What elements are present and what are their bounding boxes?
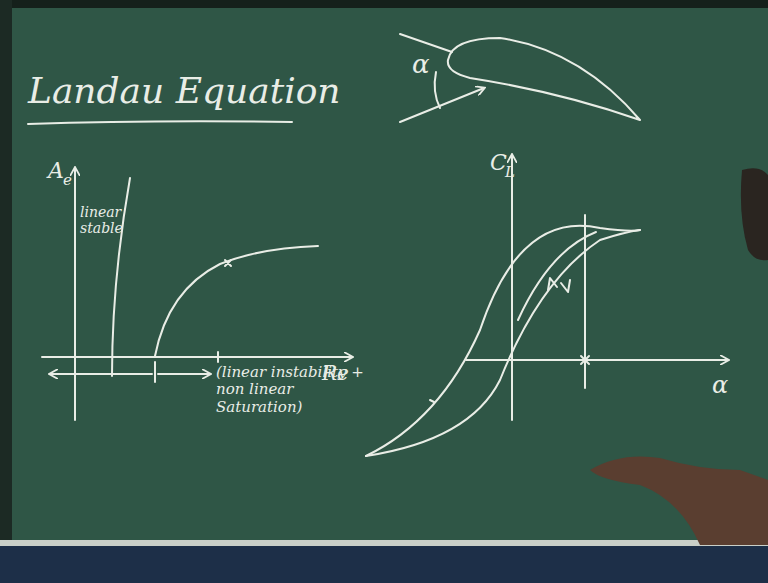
up-arrow: [548, 278, 557, 290]
hysteresis-lower: [366, 230, 640, 456]
airfoil: [448, 38, 640, 120]
angle-arc: [435, 72, 440, 108]
stable-range-arrow: [50, 373, 152, 375]
point-mark: [225, 260, 231, 266]
angle-symbol: α: [412, 50, 430, 80]
range-tick: [154, 362, 156, 382]
chalk-mark: [430, 400, 434, 402]
unstable-range-arrow: [158, 373, 210, 375]
x-axis: [466, 359, 728, 361]
chalk-tray: [0, 545, 768, 583]
axis-label: α: [712, 372, 728, 400]
tick: [217, 352, 219, 362]
down-arrow: [561, 280, 570, 292]
axis-label: C: [490, 150, 507, 175]
chalk-tray-edge: [0, 540, 768, 546]
board-frame: [0, 0, 768, 8]
region-note: linear stable: [80, 204, 128, 236]
freestream-arrow: [400, 88, 484, 122]
board-title: Landau Equation: [28, 70, 341, 111]
axis-subscript: e: [63, 172, 72, 189]
board-frame: [0, 0, 12, 583]
title-underline: [28, 121, 292, 124]
hysteresis-upper: [366, 226, 640, 456]
amplitude-curve: [155, 246, 318, 356]
x-axis: [42, 356, 352, 358]
region-note: (linear instability + non linear Saturat…: [216, 364, 366, 416]
y-axis: [511, 155, 513, 420]
lecturer-hand: [590, 457, 768, 546]
y-axis: [74, 168, 76, 420]
hysteresis-inner: [518, 232, 596, 320]
lecturer-head: [741, 168, 768, 260]
axis-label: A: [48, 158, 64, 183]
axis-subscript: L: [505, 164, 515, 181]
point-mark: [581, 356, 589, 364]
